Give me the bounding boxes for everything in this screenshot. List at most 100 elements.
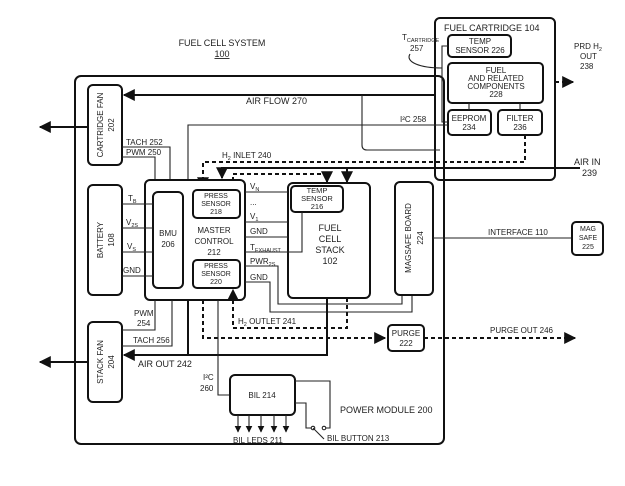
temp-sensor-226-line2: SENSOR 226 [455, 46, 505, 55]
master-control-ref: 212 [207, 248, 221, 257]
t-cartridge-label: TCARTRIDGE [402, 33, 440, 44]
fuel-cell-stack-line1: FUEL [318, 223, 341, 233]
purge-label: PURGE [392, 329, 420, 338]
purge-in-line [202, 300, 387, 344]
fuel-cell-stack-line2: CELL [319, 234, 342, 244]
cartridge-fan-ref: 202 [107, 118, 116, 132]
tach-252-line [122, 146, 171, 180]
press-sensor-218-line2: SENSOR [201, 201, 231, 208]
press-sensor-218-line1: PRESS [204, 193, 228, 200]
air-in-label: AIR IN [574, 157, 601, 167]
air-in-line [216, 167, 580, 180]
press-sensor-218 [192, 189, 241, 219]
fuel-cartridge-label: FUEL CARTRIDGE 104 [444, 23, 540, 33]
pin-v2s: V2S [126, 218, 138, 229]
pin-pwr2s: PWR2S [250, 257, 276, 268]
pwm-254-ref: 254 [137, 319, 151, 328]
fuel-cell-stack-ref: 102 [322, 256, 337, 266]
pwm-254-line [122, 300, 156, 331]
master-control-line1: MASTER [197, 226, 231, 235]
diagram-title-ref: 100 [214, 49, 229, 59]
fuel-components-line1: FUEL [486, 66, 507, 75]
pin-gnd-stack2: GND [250, 273, 268, 282]
air-duct-line [361, 95, 440, 151]
power-module-label: POWER MODULE 200 [340, 405, 433, 415]
press-sensor-220-line1: PRESS [204, 263, 228, 270]
press-sensor-220-line2: SENSOR [201, 271, 231, 278]
press-sensor-220 [192, 259, 241, 289]
tach-256-label: TACH 256 [133, 336, 170, 345]
temp-sensor-226-line1: TEMP [469, 37, 491, 46]
battery-108 [87, 184, 123, 296]
conn-temp-eeprom [441, 45, 448, 123]
battery-label: BATTERY [96, 221, 105, 258]
bil-button-label: BIL BUTTON 213 [327, 434, 390, 443]
fuel-cartridge-box [434, 17, 556, 181]
i2c-258-line [187, 124, 448, 180]
fuel-components-228 [447, 62, 544, 104]
pwm-250-label: PWM 250 [126, 148, 162, 157]
interface-label: INTERFACE 110 [488, 228, 548, 237]
pin-vs: VS [127, 242, 136, 253]
i2c-258-label: I²C 258 [400, 115, 427, 124]
purge-out-label: PURGE OUT 246 [490, 326, 554, 335]
pin-vn: VN [250, 182, 259, 193]
h2-outlet-line [227, 288, 348, 329]
prd-out-line1: PRD H2 [574, 42, 602, 53]
temp-sensor-216-ref: 216 [311, 202, 324, 211]
pin-texhaust: TEXHAUST [250, 243, 282, 254]
magsafe-board-224 [394, 181, 434, 296]
pin-ellipsis: ... [250, 198, 257, 207]
t-cartridge-leader [408, 53, 443, 69]
fuel-cell-stack-line3: STACK [315, 245, 344, 255]
mag-safe-225 [571, 221, 604, 256]
mag-safe-line1: MAG [580, 226, 596, 233]
bmu-206 [152, 191, 184, 289]
fuel-components-line2: AND RELATED [468, 74, 524, 83]
temp-sensor-216-line2: SENSOR [301, 194, 333, 203]
bmu-label: BMU [159, 229, 177, 238]
temp-sensor-216-line1: TEMP [307, 186, 328, 195]
cartridge-fan-label: CARTRIDGE FAN [96, 92, 105, 157]
air-flow-label: AIR FLOW 270 [246, 96, 307, 106]
pwm-250-line [122, 156, 156, 180]
filter-line2: 236 [513, 123, 527, 132]
bil-button-contact2 [321, 425, 327, 431]
mag-safe-ref: 225 [582, 244, 594, 251]
pin-tb: TB [128, 194, 137, 205]
pin-gnd-stack: GND [250, 227, 268, 236]
stack-fan-204 [87, 321, 123, 403]
bil-button-line-b [295, 402, 312, 429]
t-cartridge-ref: 257 [410, 44, 424, 53]
tach-256-line [122, 300, 173, 347]
pin-gnd-bat: GND [123, 266, 141, 275]
air-out-line [122, 298, 328, 361]
pin-v1: V1 [250, 212, 258, 223]
temp-sensor-216 [290, 185, 344, 213]
i2c-260-ref: 260 [200, 384, 214, 393]
h2-inlet-label: H2 INLET 240 [222, 151, 272, 162]
air-in-ref: 239 [582, 168, 597, 178]
bil-leds-label: BIL LEDS 211 [233, 436, 283, 445]
bil-label: BIL 214 [248, 391, 276, 400]
battery-ref: 108 [107, 233, 116, 247]
i2c-260-label: I²C [203, 373, 214, 382]
mag-safe-line2: SAFE [579, 235, 598, 242]
eeprom-line1: EEPROM [452, 114, 487, 123]
h2-outlet-label: H2 OUTLET 241 [238, 317, 297, 328]
tach-252-label: TACH 252 [126, 138, 163, 147]
cartridge-fan-202 [87, 84, 123, 166]
magsafe-board-label: MAGSAFE BOARD [404, 203, 413, 273]
fuel-components-line4: 228 [489, 90, 503, 99]
bil-leds [234, 415, 290, 433]
air-out-label: AIR OUT 242 [138, 359, 192, 369]
bil-214 [229, 374, 296, 416]
stack-pins: VN ... V1 GND TEXHAUST PWR2S GND [245, 182, 413, 313]
prd-out-line2: OUT [580, 52, 597, 61]
master-control-line2: CONTROL [194, 237, 234, 246]
pwm-254-label: PWM [134, 309, 154, 318]
purge-ref: 222 [399, 339, 413, 348]
bil-button-switch [312, 427, 325, 440]
press-sensor-218-ref: 218 [210, 209, 222, 216]
